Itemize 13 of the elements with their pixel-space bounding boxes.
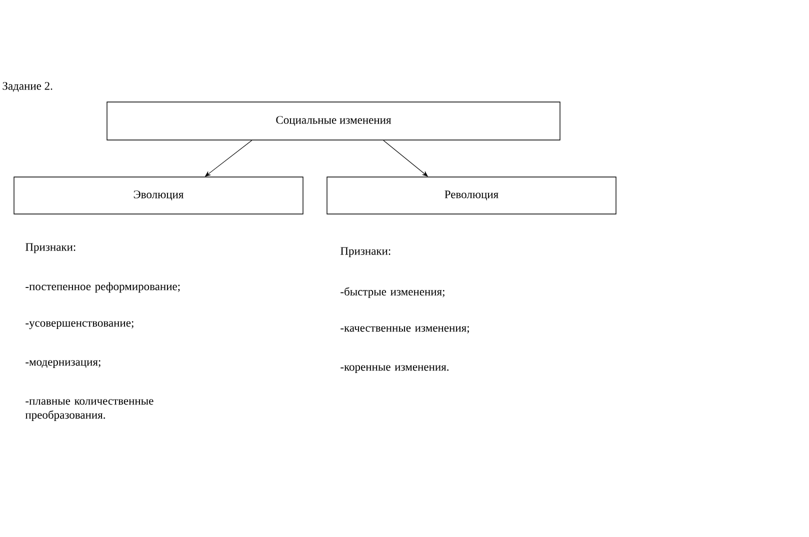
list-text: -быстрые изменения; bbox=[340, 287, 444, 298]
list-text: -коренные изменения. bbox=[340, 365, 448, 374]
list-text: -плавные количественные преобразования. bbox=[25, 399, 154, 422]
list-text: Признаки: bbox=[26, 243, 76, 254]
heading: Задание 2. bbox=[2, 82, 52, 92]
concept-box: Эволюция bbox=[14, 176, 304, 214]
list-text: -качественные изменения; bbox=[340, 326, 469, 334]
list-text: Признаки: bbox=[340, 247, 390, 258]
list-text: -постепенное реформирование; bbox=[26, 282, 180, 293]
concept-box: Революция bbox=[326, 176, 616, 214]
list-text: -усовершенствование; bbox=[26, 321, 134, 330]
list-text: -модернизация; bbox=[26, 360, 100, 368]
concept-box: Социальные изменения bbox=[106, 102, 560, 140]
